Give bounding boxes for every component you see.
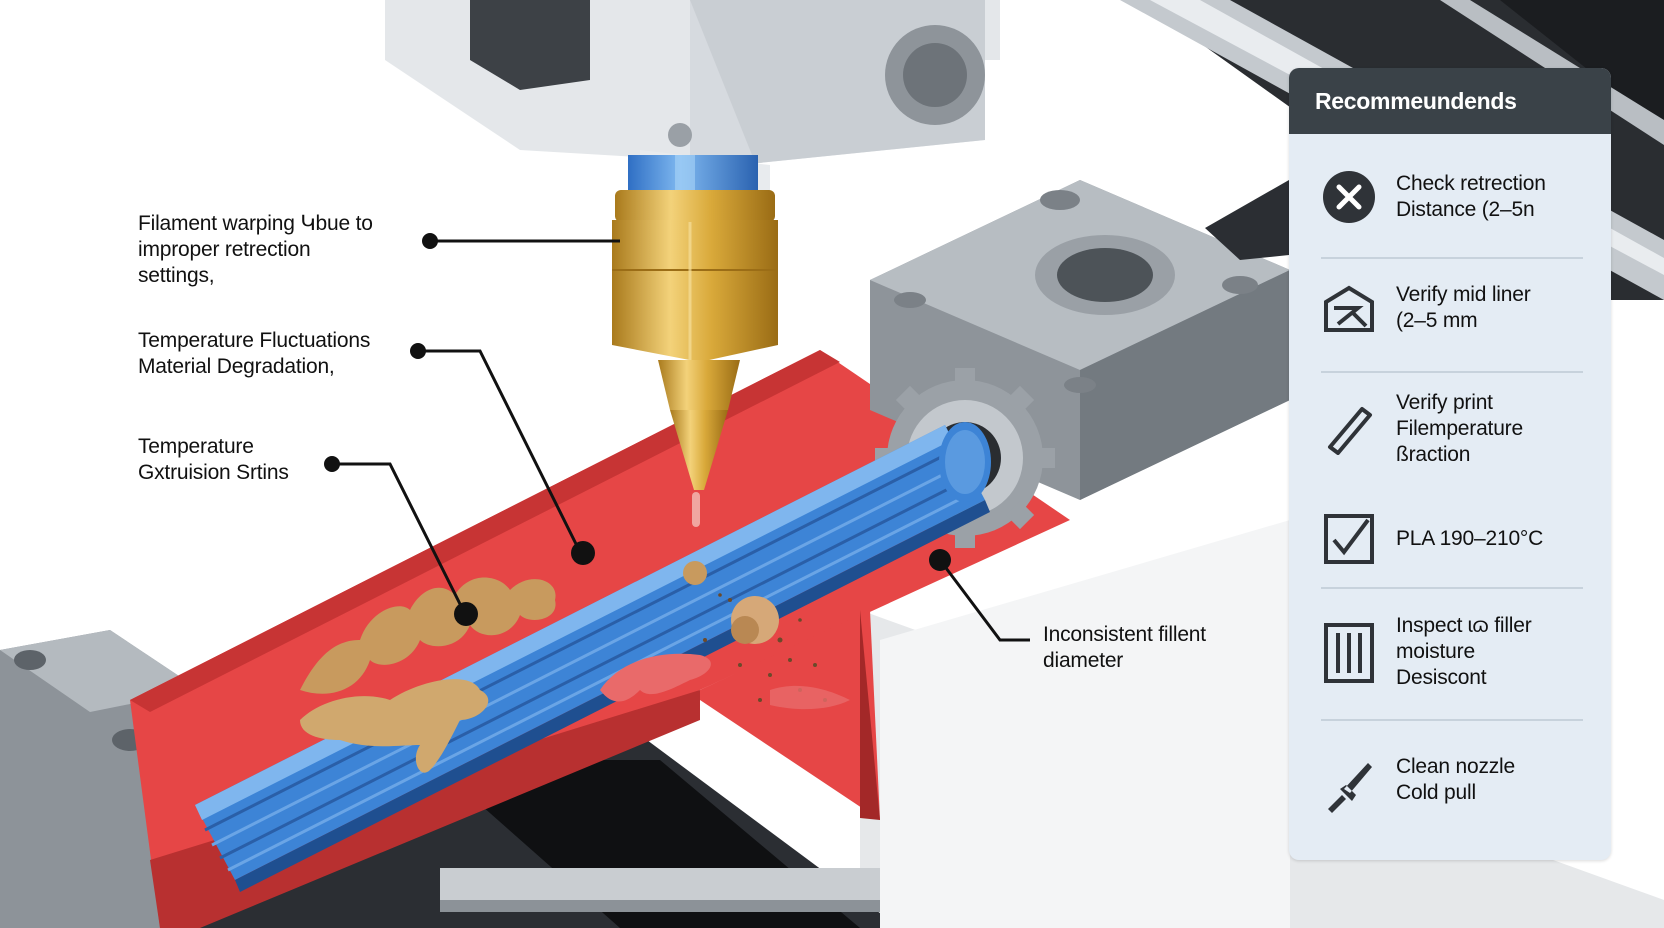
- rec-item-moisture: Inspect ɩɷ filler moisture Desiscont: [1289, 613, 1611, 693]
- rec-text-pla-range: PLA 190–210°C: [1396, 527, 1544, 550]
- degraded-material-blobs: [300, 561, 850, 773]
- rec-text-print-temperature: Verify print Filemperature ßraction: [1396, 391, 1523, 466]
- nozzle-brush-icon: [1321, 758, 1377, 814]
- dot-diameter-end: [929, 549, 951, 571]
- leader-temp-fluct: [418, 349, 582, 553]
- dot-warping-start: [422, 233, 438, 249]
- callout-warping: Filament warping Կbue to improper retrec…: [138, 212, 373, 287]
- callout-inconsistent-diameter: Inconsistent fillent diameter: [1043, 623, 1206, 672]
- recommendations-panel: Recommeundends Check retrection Distance…: [1289, 68, 1611, 860]
- leader-diameter: [938, 559, 1030, 642]
- divider: [1321, 257, 1583, 259]
- divider: [1321, 719, 1583, 721]
- dot-extrusion-start: [324, 456, 340, 472]
- panel-title: Recommeundends: [1289, 68, 1611, 134]
- front-block: [880, 520, 1290, 928]
- dot-extrusion-end: [454, 602, 478, 626]
- filter-grid-icon: [1321, 623, 1377, 683]
- rec-text-moisture: Inspect ɩɷ filler moisture Desiscont: [1396, 614, 1532, 689]
- leader-dots: [324, 233, 951, 626]
- callout-temperature-extrusion: Temperature Gxtruision Srtins: [138, 435, 289, 484]
- rec-text-clean-nozzle: Clean nozzle Cold pull: [1396, 755, 1516, 804]
- brass-nozzle: [612, 190, 778, 527]
- leader-extrusion: [332, 462, 467, 615]
- rec-item-clean-nozzle: Clean nozzle Cold pull: [1289, 748, 1611, 828]
- pencil-icon: [1321, 400, 1377, 456]
- frame-check-icon: [1321, 511, 1377, 567]
- dot-temp-fluct-end: [571, 541, 595, 565]
- rec-text-mid-liner: Verify mid liner (2–5 mm: [1396, 283, 1531, 332]
- extruder-head: [385, 0, 1000, 205]
- leader-lines: [332, 239, 1030, 642]
- divider: [1321, 587, 1583, 589]
- dot-temp-fluct-start: [410, 343, 426, 359]
- rec-item-mid-liner: Verify mid liner (2–5 mm: [1289, 276, 1611, 342]
- envelope-icon: [1321, 281, 1377, 337]
- rec-item-pla-range: PLA 190–210°C: [1289, 506, 1611, 572]
- rec-text-retraction: Check retrection Distance (2–5n: [1396, 172, 1546, 221]
- callout-temperature-fluctuations: Temperature Fluctuations Material Degrad…: [138, 329, 371, 378]
- divider: [1321, 371, 1583, 373]
- rec-item-retraction: Check retrection Distance (2–5n: [1289, 164, 1611, 230]
- rec-item-print-temperature: Verify print Filemperature ßraction: [1289, 386, 1611, 476]
- close-circle-icon: [1321, 169, 1377, 225]
